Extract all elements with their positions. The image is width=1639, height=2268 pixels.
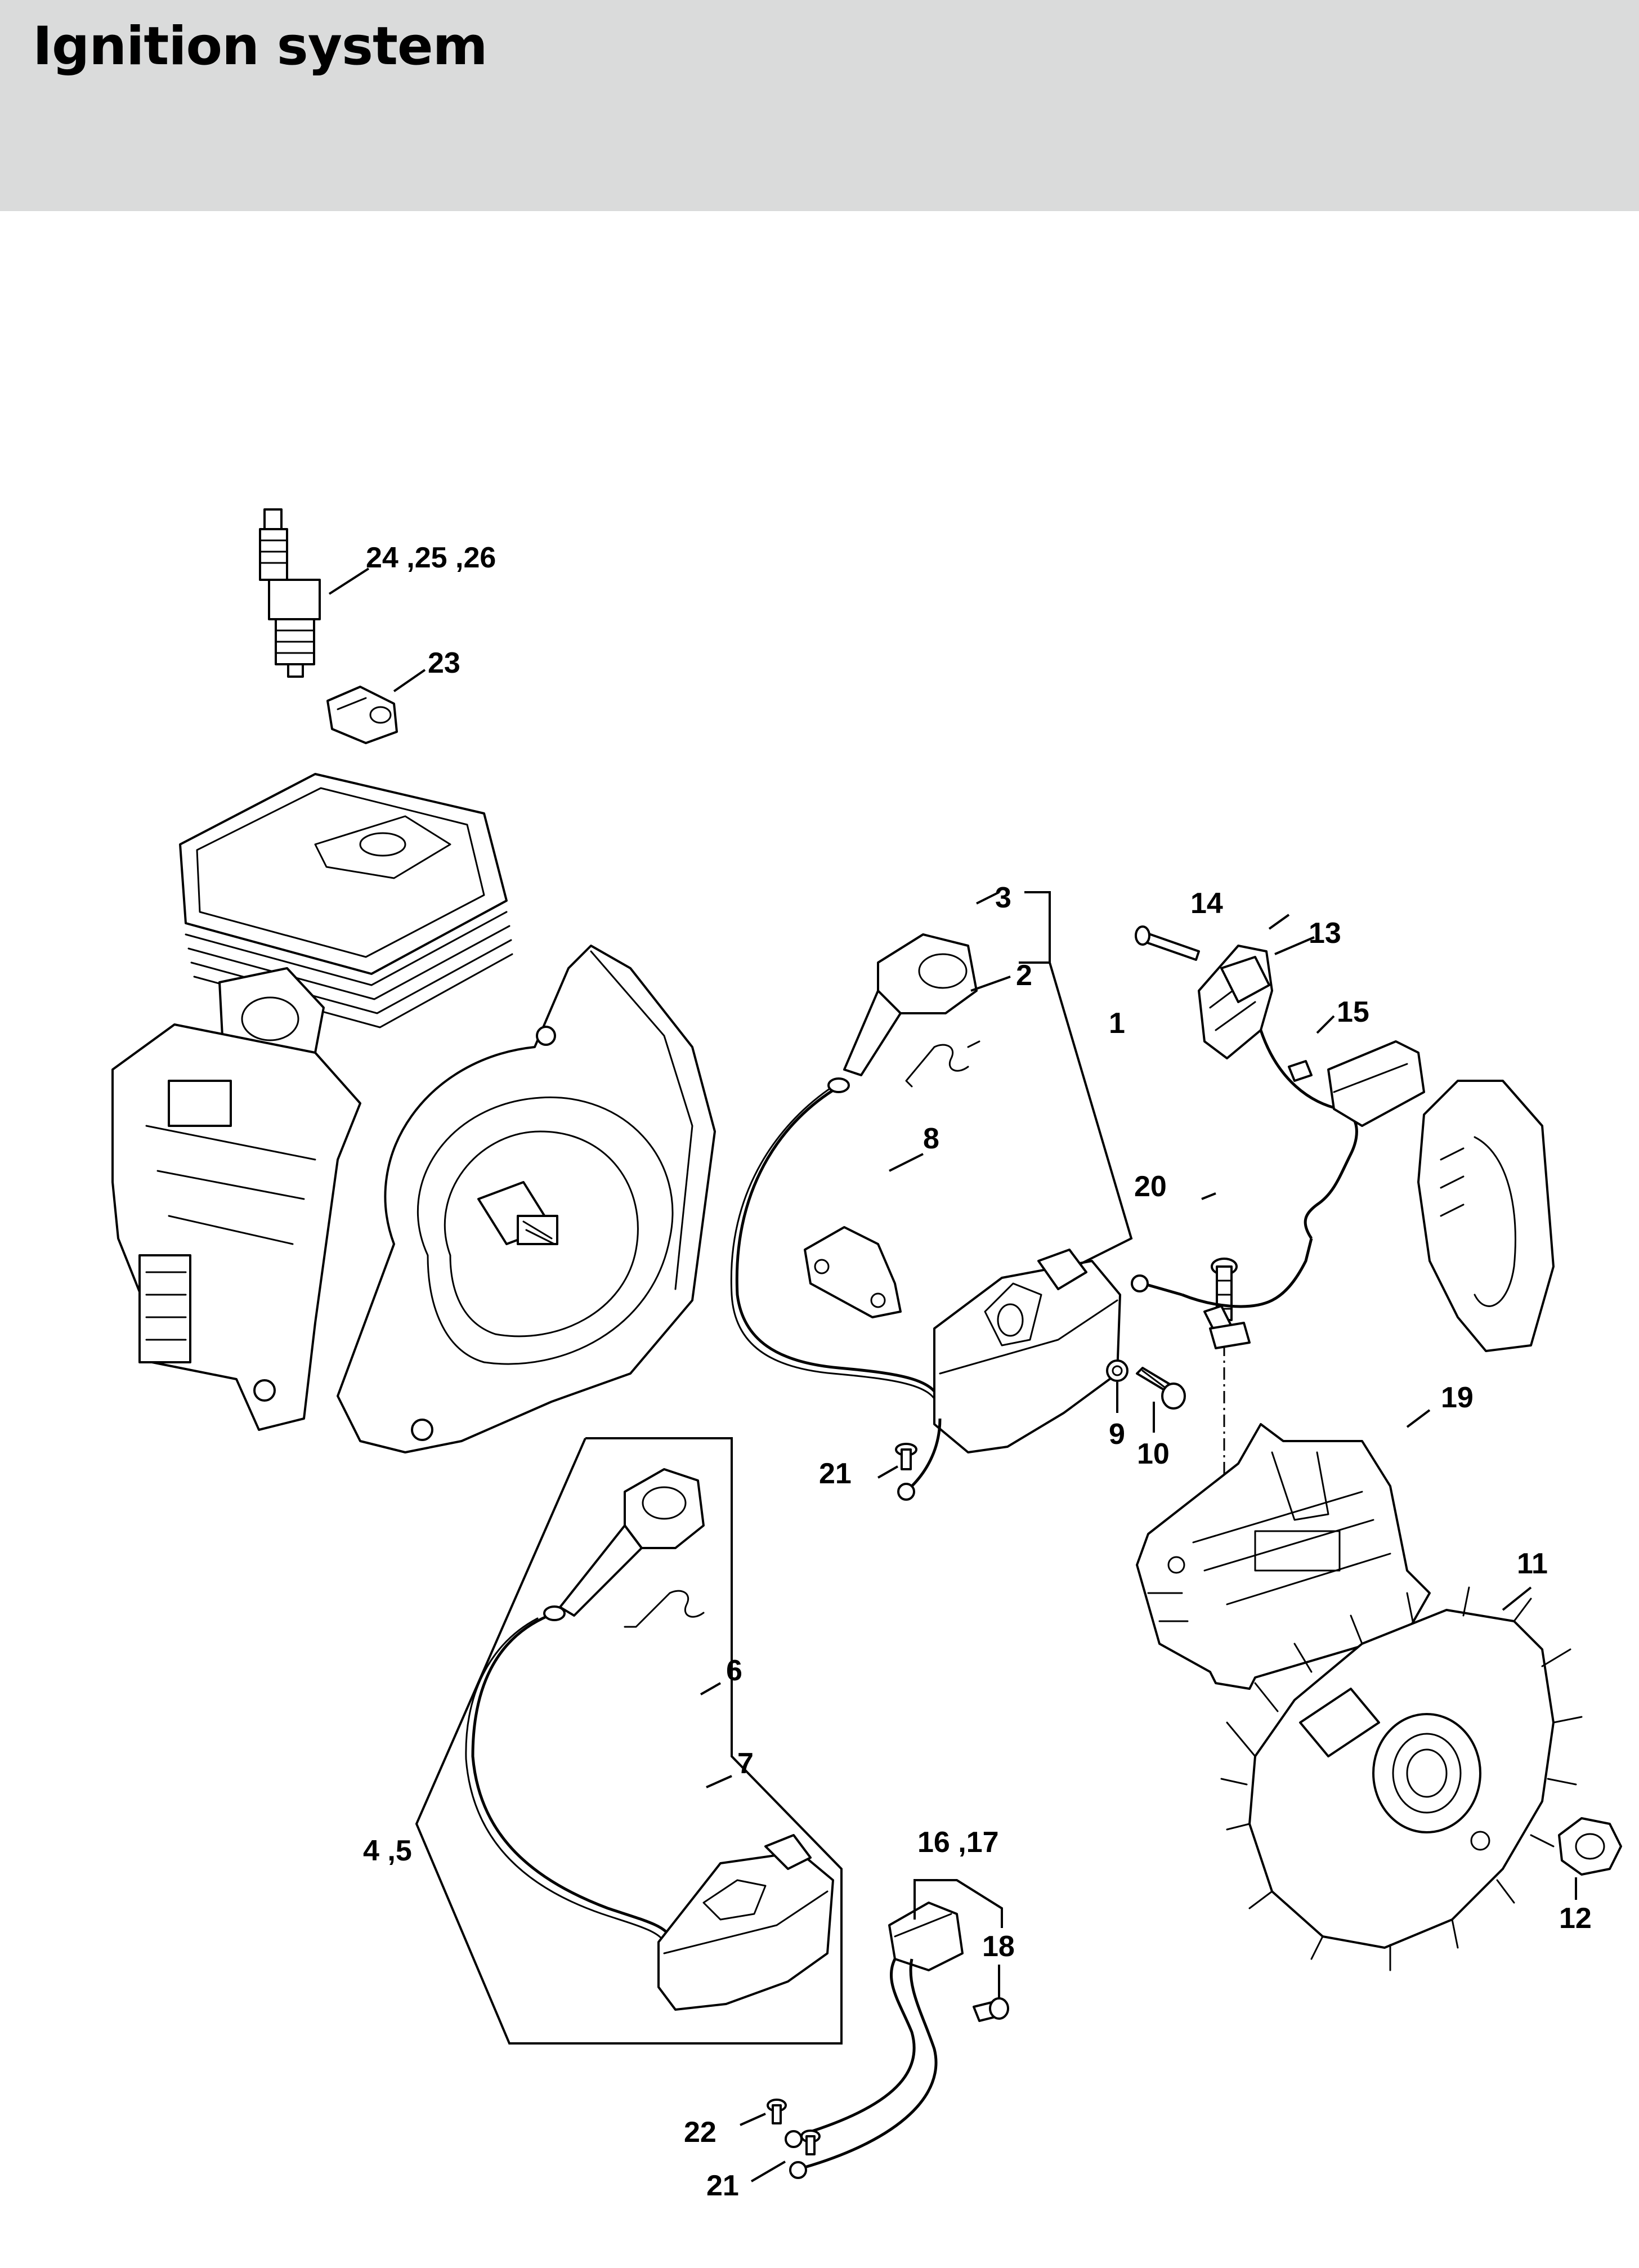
callout-19: 19: [1441, 1381, 1474, 1414]
callout-10: 10: [1137, 1438, 1170, 1470]
callout-numbers: 1 2 3 4 ,5 6 7 8 9 10 11 12 13 14 15 16 …: [363, 542, 1592, 2202]
leader-lines: [328, 567, 1577, 2182]
page-header: Ignition system: [0, 0, 1639, 211]
callout-23: 23: [428, 647, 460, 679]
bracket-connector: [913, 1879, 1003, 1928]
switch-housing: [1417, 1080, 1555, 1352]
callout-7: 7: [737, 1747, 754, 1780]
callout-20: 20: [1134, 1170, 1167, 1203]
callout-4-5: 4 ,5: [363, 1835, 412, 1867]
nut: [1558, 1817, 1622, 1876]
bracket-module-2: [415, 1437, 843, 2045]
plug-boot: [326, 686, 398, 744]
callout-21-lower: 21: [706, 2169, 739, 2202]
callout-1: 1: [1109, 1007, 1125, 1040]
callout-6: 6: [726, 1654, 742, 1687]
callout-22: 22: [684, 2116, 716, 2149]
cylinder-crankcase: [111, 773, 716, 1453]
connector-assembly: [804, 1902, 1009, 2169]
washer-and-screw: [1106, 1359, 1186, 1410]
callout-12: 12: [1559, 1902, 1592, 1935]
callout-9: 9: [1109, 1418, 1125, 1451]
screws-lower: [767, 2099, 821, 2179]
callout-11: 11: [1517, 1547, 1548, 1580]
ignition-module-upper: [730, 933, 1121, 1453]
bracket-module-1: [1024, 891, 1133, 1265]
flywheel: [1220, 1586, 1583, 1971]
screw-21-upper: [895, 1443, 917, 1470]
ignition-module-lower: [465, 1468, 834, 2011]
ground-wire-upper: [897, 1418, 942, 1501]
short-circuit-wire: [1131, 925, 1425, 1349]
callout-16-17: 16 ,17: [917, 1826, 999, 1859]
callout-8: 8: [923, 1122, 939, 1155]
callout-21-upper: 21: [819, 1457, 852, 1490]
spark-plug: [259, 508, 321, 678]
housing-19: [1136, 1423, 1431, 1690]
callout-14: 14: [1190, 887, 1223, 920]
callout-15: 15: [1337, 996, 1369, 1028]
callout-18: 18: [982, 1930, 1015, 1963]
callout-13: 13: [1309, 917, 1341, 950]
page-title: Ignition system: [33, 16, 488, 77]
callout-2: 2: [1016, 959, 1032, 992]
callout-3: 3: [995, 882, 1011, 914]
callout-24-25-26: 24 ,25 ,26: [366, 542, 496, 574]
exploded-parts-diagram: 1 2 3 4 ,5 6 7 8 9 10 11 12 13 14 15 16 …: [0, 211, 1639, 2265]
brackets: [415, 891, 1133, 2045]
